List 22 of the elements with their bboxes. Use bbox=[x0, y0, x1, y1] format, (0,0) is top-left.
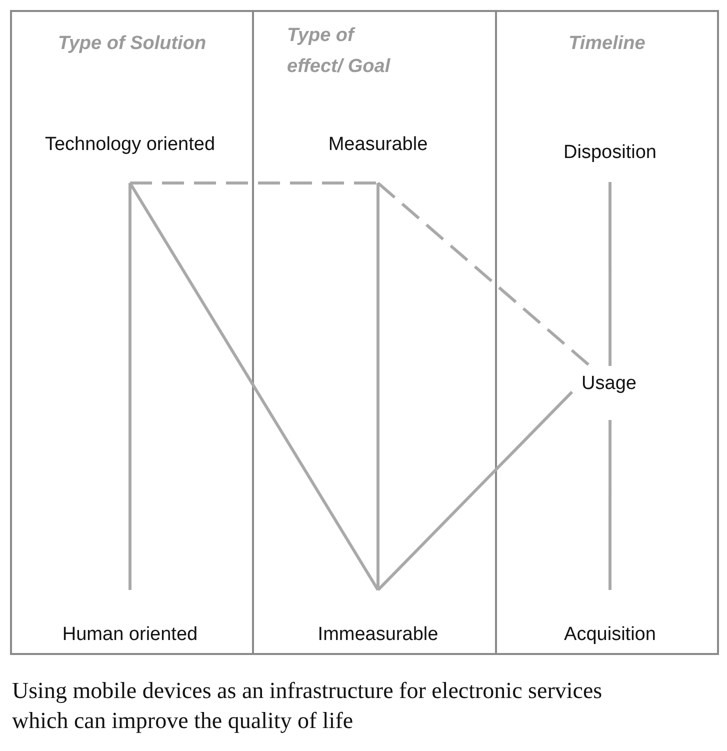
column-panel bbox=[495, 10, 719, 655]
dashed-connector bbox=[130, 182, 378, 184]
connector bbox=[608, 420, 612, 590]
column-panel bbox=[252, 10, 497, 655]
connector bbox=[376, 183, 380, 590]
category-label: Usage bbox=[582, 373, 636, 395]
category-label: Immeasurable bbox=[318, 624, 438, 646]
column-heading: Type of effect/ Goal bbox=[287, 24, 392, 79]
column-panel bbox=[10, 10, 254, 655]
category-label: Disposition bbox=[564, 142, 656, 164]
connector bbox=[128, 182, 380, 591]
dashed-connector bbox=[377, 182, 591, 368]
category-label: Technology oriented bbox=[44, 134, 216, 156]
category-label: Measurable bbox=[328, 134, 428, 156]
column-heading: Type of Solution bbox=[58, 32, 206, 56]
connector bbox=[128, 183, 132, 590]
column-heading: Timeline bbox=[568, 32, 646, 56]
caption: Using mobile devices as an infrastructure for electronic services which can improve the quality of life bbox=[12, 677, 604, 735]
category-label: Human oriented bbox=[62, 624, 198, 646]
connector bbox=[608, 182, 612, 366]
category-label: Acquisition bbox=[564, 624, 656, 646]
connector bbox=[376, 390, 574, 592]
